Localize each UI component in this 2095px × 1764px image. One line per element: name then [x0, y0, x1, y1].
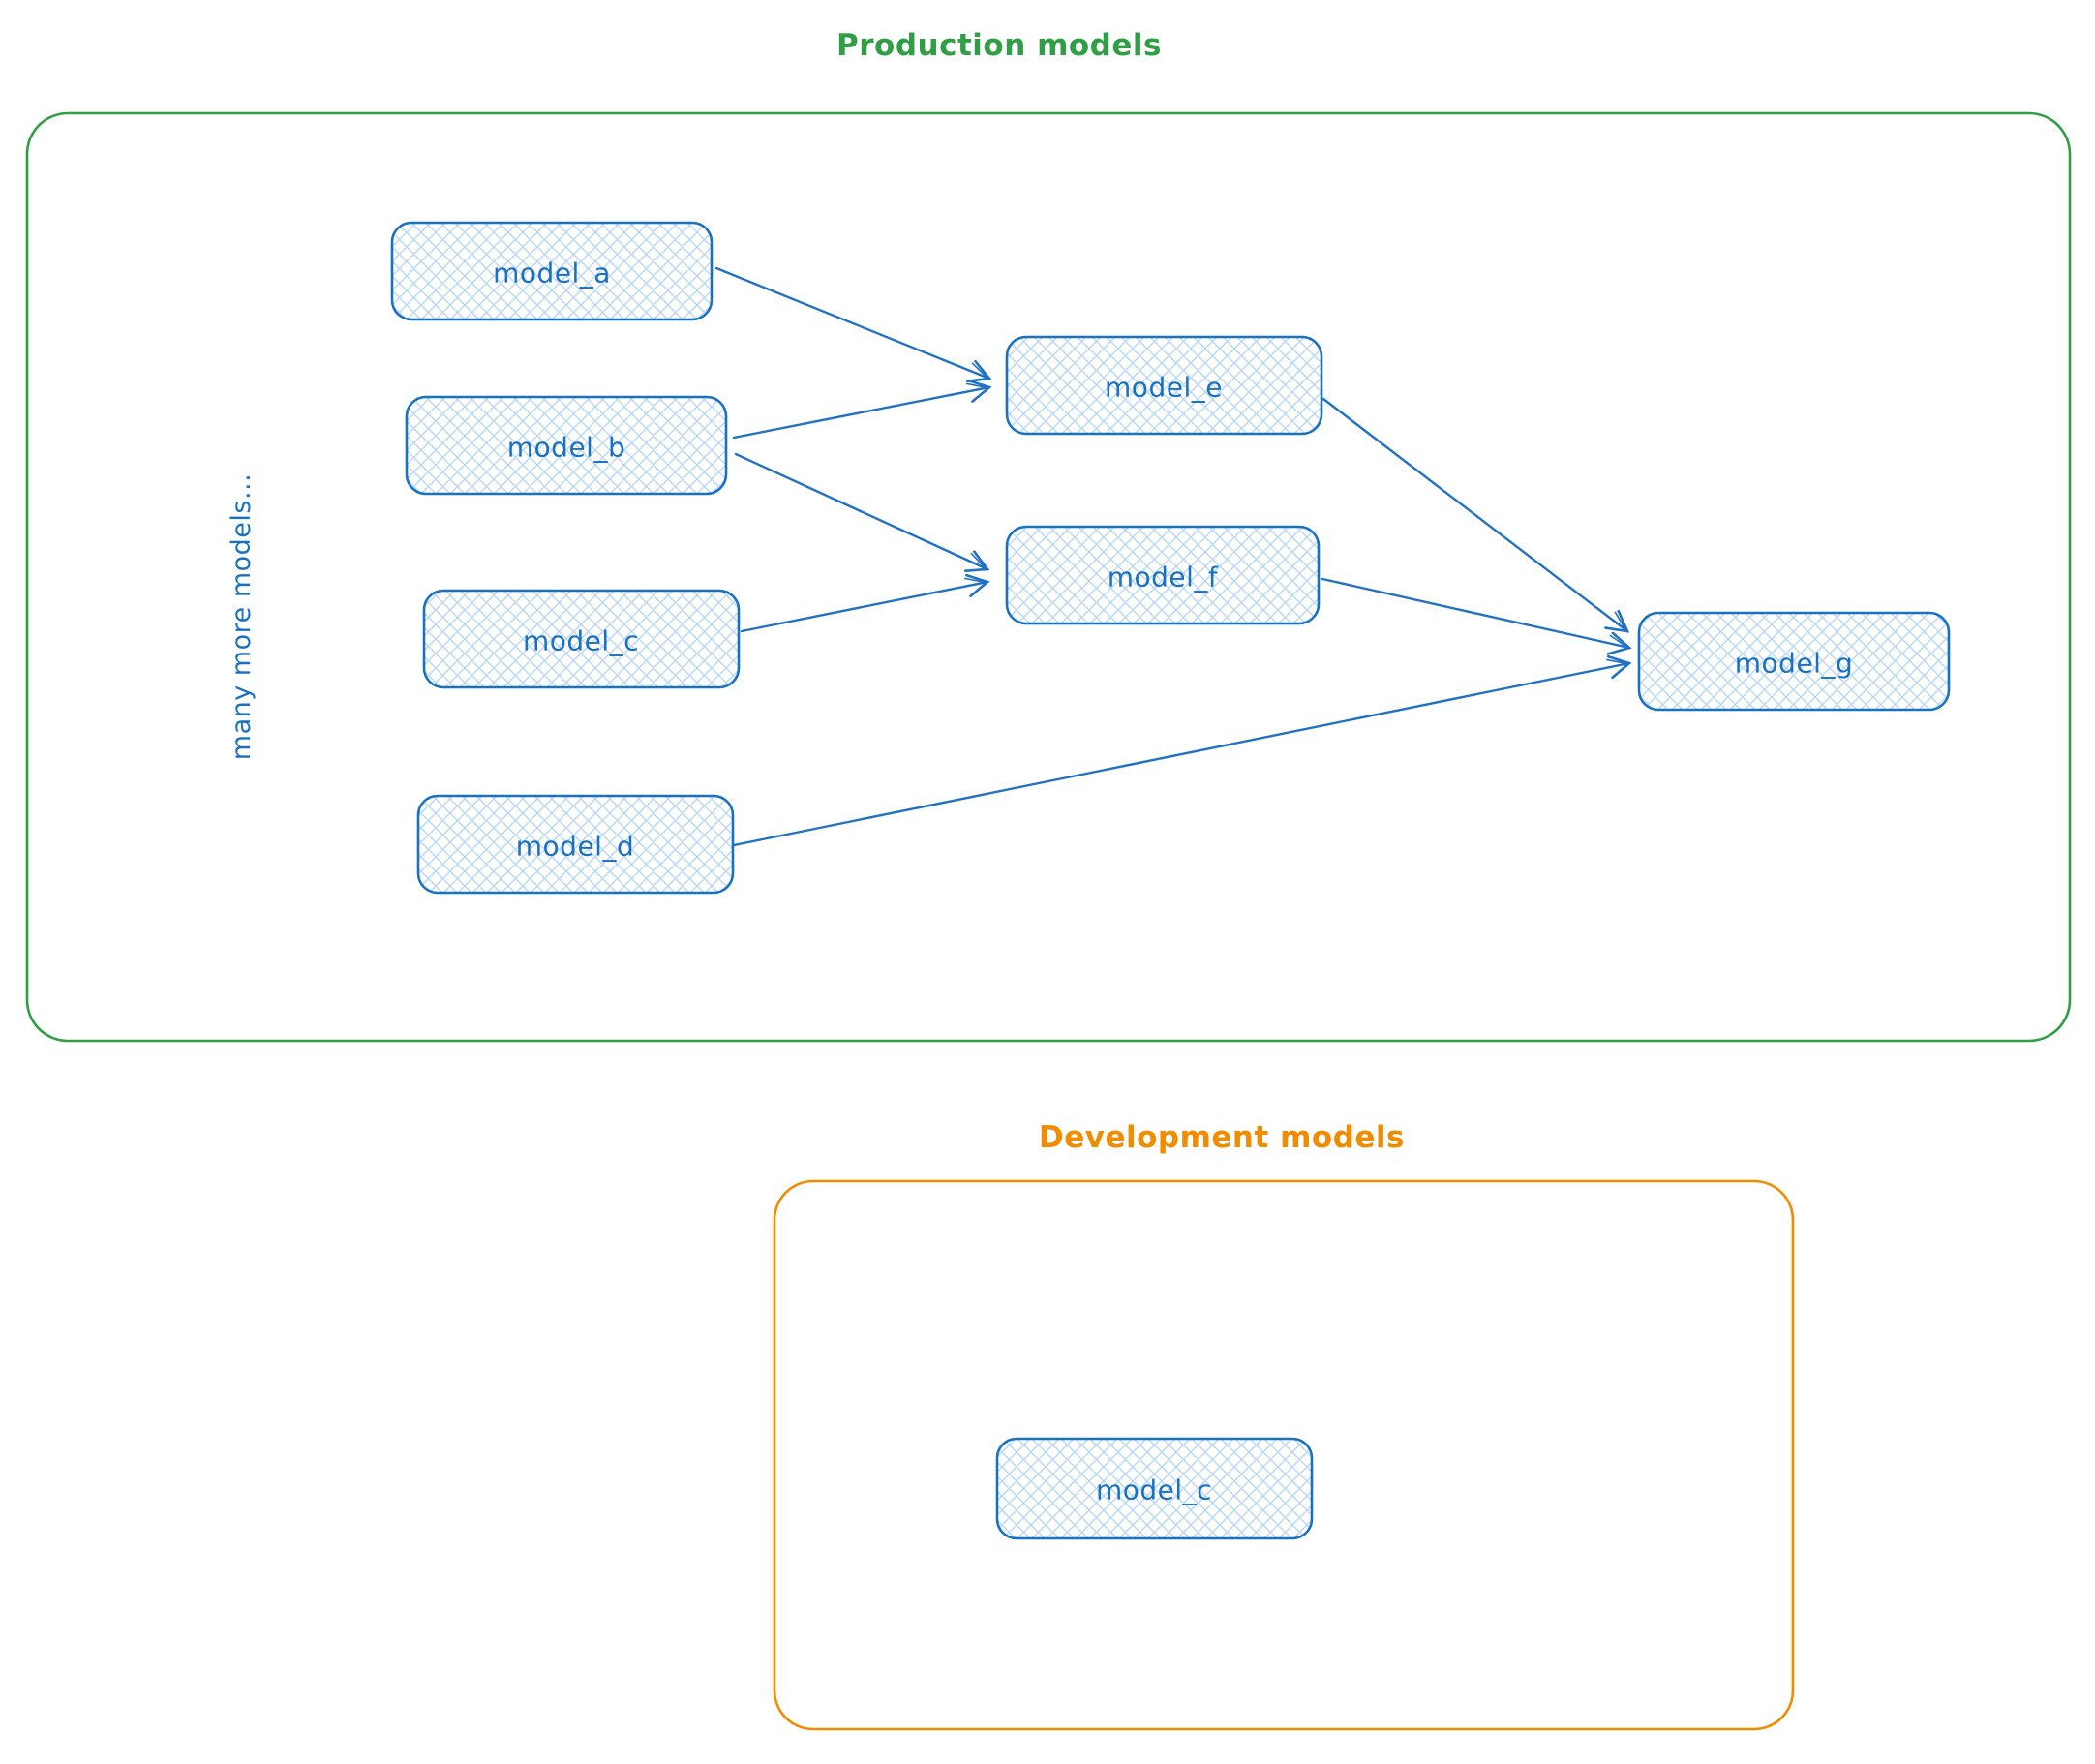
development-frame-group: Development models model_c	[773, 1120, 1795, 1731]
node-model_d-label: model_d	[516, 831, 634, 863]
node-model_a[interactable]: model_a	[390, 221, 714, 321]
node-model_e-label: model_e	[1105, 372, 1223, 404]
node-model_f-box[interactable]	[1005, 525, 1321, 625]
node-model_a-box[interactable]	[390, 221, 714, 321]
edge-model_d-model_g[interactable]	[732, 654, 1632, 847]
node-model_g-label: model_g	[1735, 648, 1853, 680]
node-model_c[interactable]: model_c	[422, 589, 741, 689]
development-frame-title[interactable]: Development models	[1039, 1120, 1405, 1155]
node-model_d-box[interactable]	[416, 794, 735, 895]
node-model_g[interactable]: model_g	[1637, 611, 1951, 712]
node-model_c-dev-label: model_c	[1096, 1475, 1212, 1506]
many-more-models-note[interactable]: many more models...	[227, 473, 257, 760]
node-model_b-box[interactable]	[405, 395, 728, 496]
edge-model_f-model_g[interactable]	[1321, 577, 1632, 655]
production-nodes-group: model_a model_b model_c model_d model_e	[390, 221, 1951, 895]
edge-model_e-model_g[interactable]	[1321, 397, 1630, 633]
node-model_c-dev-box[interactable]	[995, 1437, 1314, 1540]
node-model_e[interactable]: model_e	[1005, 335, 1323, 436]
node-model_f[interactable]: model_f	[1005, 525, 1321, 625]
edge-model_b-model_e[interactable]	[732, 379, 992, 440]
production-frame[interactable]	[25, 111, 2072, 1043]
node-model_a-label: model_a	[493, 258, 611, 289]
node-model_e-box[interactable]	[1005, 335, 1323, 436]
node-model_f-label: model_f	[1108, 562, 1219, 593]
edges-group	[714, 266, 1632, 847]
node-model_c-box[interactable]	[422, 589, 741, 689]
node-model_b-label: model_b	[507, 432, 625, 464]
production-frame-group: Production models many more models...	[25, 28, 2072, 1043]
node-model_d[interactable]: model_d	[416, 794, 735, 895]
node-model_g-box[interactable]	[1637, 611, 1951, 712]
node-model_c-label: model_c	[523, 625, 639, 657]
development-frame[interactable]	[773, 1179, 1795, 1731]
edge-model_c-model_f[interactable]	[740, 573, 990, 633]
node-model_b[interactable]: model_b	[405, 395, 728, 496]
edge-model_a-model_e[interactable]	[714, 266, 992, 383]
production-frame-title[interactable]: Production models	[836, 28, 1162, 63]
edge-model_b-model_f[interactable]	[734, 452, 990, 572]
node-model_c-dev[interactable]: model_c	[995, 1437, 1314, 1540]
